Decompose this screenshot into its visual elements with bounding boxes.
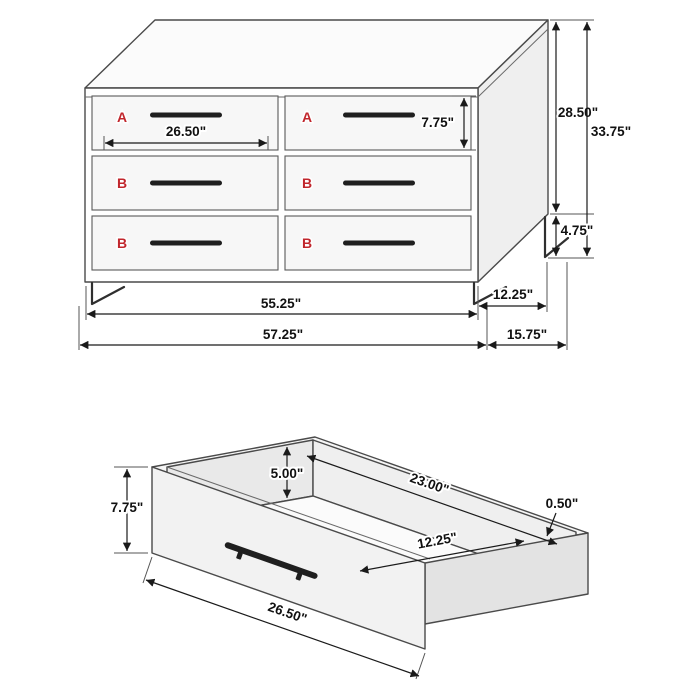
dim-drawer-height: 7.75" <box>421 115 454 130</box>
dim-case-width: 55.25" <box>261 296 301 311</box>
handle-post <box>295 572 303 581</box>
dimension-line <box>359 538 525 574</box>
dimension-line <box>145 578 420 678</box>
drawer-detail-drawing: 7.75" 5.00" 23.00" 12.25" 0.50" 26.50" <box>109 436 589 680</box>
extension-lines <box>452 95 476 151</box>
handle-bar <box>224 542 318 579</box>
drawer-label: B <box>117 175 127 191</box>
dim-overall-height: 33.75" <box>591 124 631 139</box>
dresser-drawing: A A B B B B 26.50" 7.75" 28.50" 33.75" 4… <box>78 19 633 350</box>
drawer-handle <box>150 180 222 186</box>
drawer-label: A <box>117 109 127 125</box>
drawer-detail-handle <box>224 542 318 581</box>
dim-side-thickness: 0.50" <box>546 496 579 511</box>
dresser-legs <box>90 215 570 306</box>
dim-case-height: 28.50" <box>558 105 598 120</box>
pointer-arrow <box>546 512 557 537</box>
drawer-label: A <box>302 109 312 125</box>
dimension-line <box>306 454 558 546</box>
drawer-label: B <box>302 235 312 251</box>
dresser-top-face <box>84 19 549 89</box>
drawer-label: B <box>302 175 312 191</box>
drawer-front <box>284 95 472 151</box>
extension-lines <box>114 466 148 554</box>
dim-drawer-width: 26.50" <box>166 124 206 139</box>
dim-overall-depth: 15.75" <box>507 327 547 342</box>
dim-overall-width: 57.25" <box>263 327 303 342</box>
drawer-handle <box>150 112 222 118</box>
extension-lines <box>78 262 568 350</box>
dim-front-height: 7.75" <box>111 500 144 515</box>
handle-post <box>236 551 243 560</box>
drawer-handle <box>343 240 415 246</box>
extension-lines <box>103 136 269 150</box>
drawer-handle <box>150 240 222 246</box>
drawer-handle <box>343 180 415 186</box>
dim-case-depth: 12.25" <box>493 287 533 302</box>
dim-interior-height: 5.00" <box>271 466 304 481</box>
drawer-label: B <box>117 235 127 251</box>
dim-leg-height: 4.75" <box>561 223 594 238</box>
drawer-handle <box>343 112 415 118</box>
